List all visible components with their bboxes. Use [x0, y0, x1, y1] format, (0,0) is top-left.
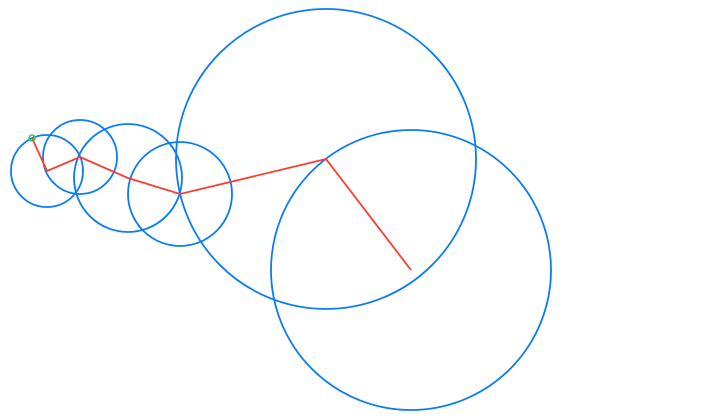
- arm-polyline: [31, 137, 412, 271]
- epicycle-circle-1: [10, 134, 84, 208]
- epicycle-circle-2: [42, 119, 118, 195]
- epicycle-circle-4: [127, 141, 233, 247]
- epicycle-circle-6: [270, 129, 552, 411]
- tip-point: [28, 134, 36, 142]
- epicycle-circle-5: [175, 8, 477, 310]
- epicycle-circle-3: [73, 123, 183, 233]
- epicycle-circles: [10, 8, 552, 411]
